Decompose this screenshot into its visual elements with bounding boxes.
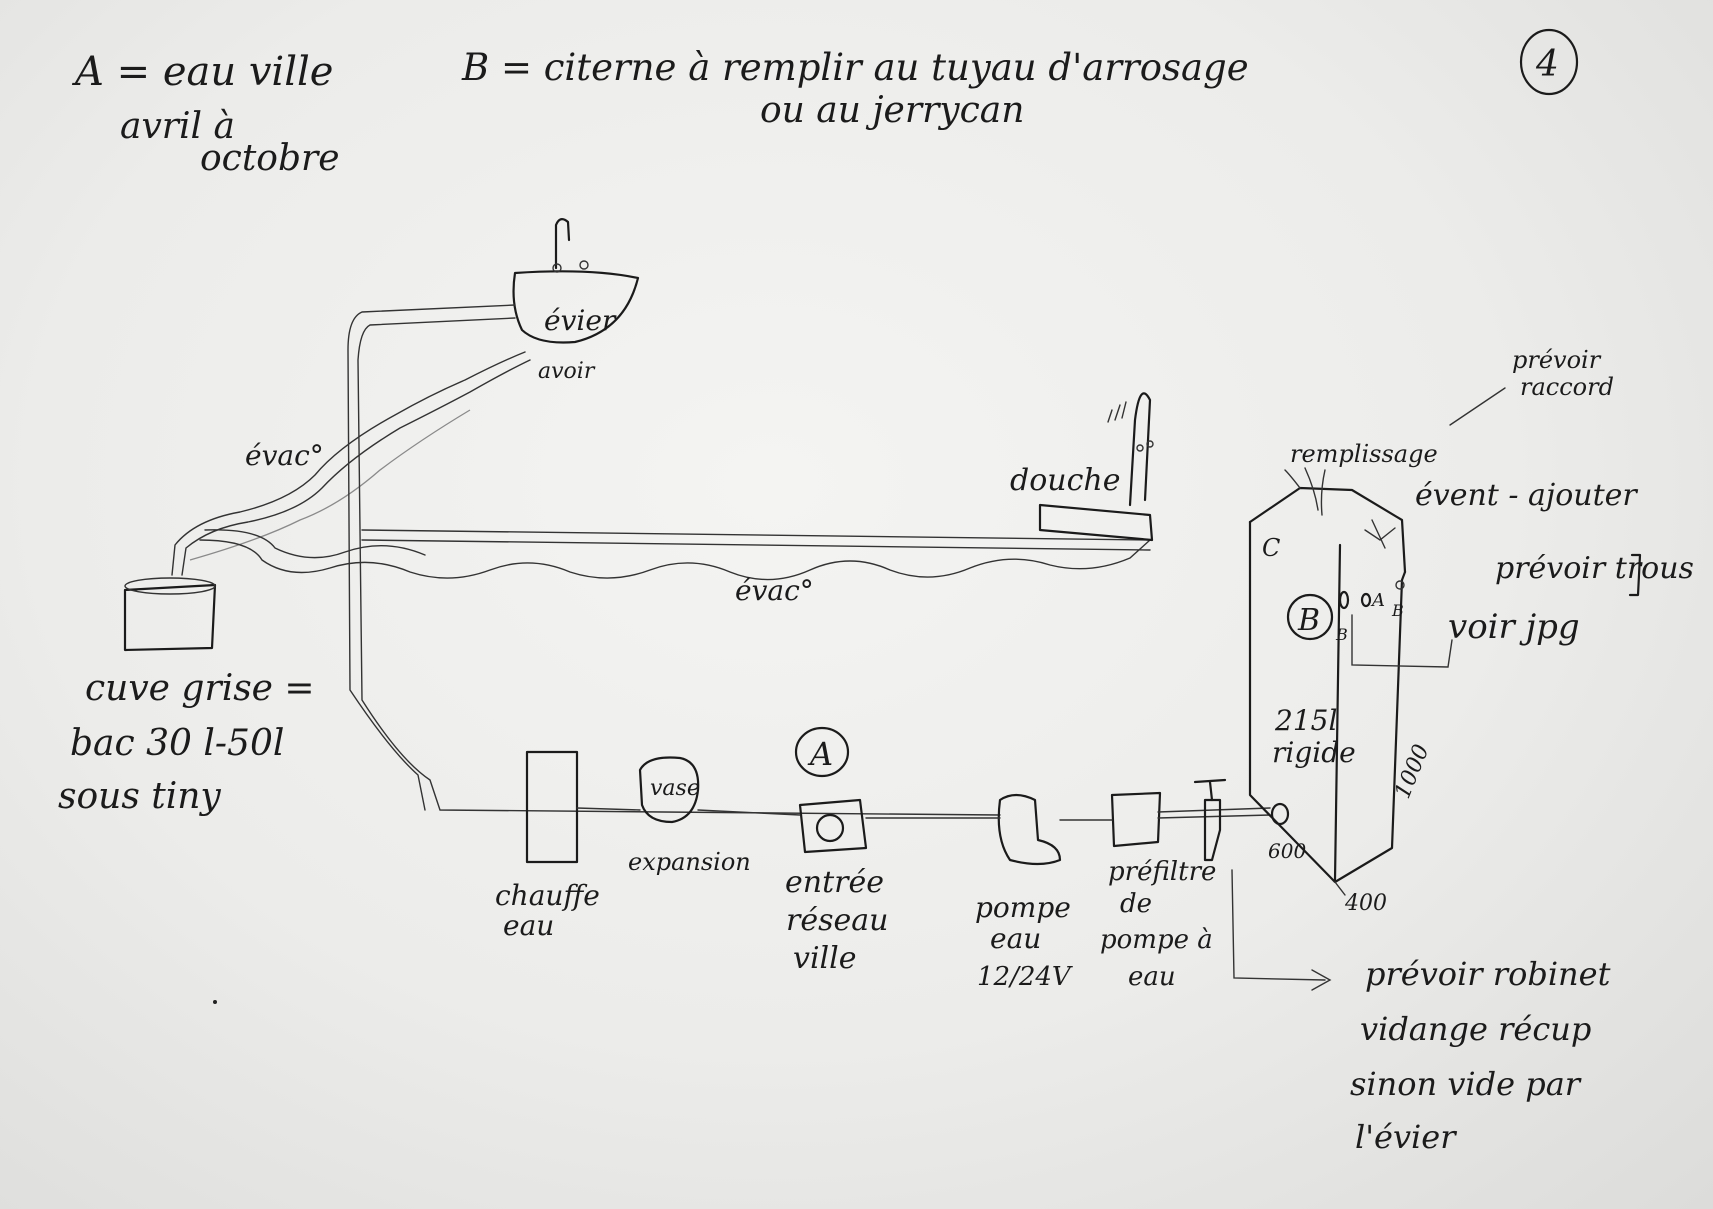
pump-label-1: pompe [975,891,1071,924]
evac-bottom-label: évac° [735,574,814,607]
dim-600-label: 600 [1268,839,1306,863]
pre-filter [1110,791,1162,848]
port-a-hole [1360,592,1372,608]
water-heater [525,750,579,864]
drain-note-arrow [1231,869,1332,991]
voir-jpg-label: voir jpg [1448,607,1580,647]
expansion-vessel [638,756,700,824]
legend-a-line2: avril à [120,106,235,147]
circle-a [794,726,850,778]
tank-valve [1193,778,1290,862]
circle-b [1286,593,1334,641]
port-b-hole [1338,590,1350,610]
water-heater-label-2: eau [503,909,554,942]
city-water-inlet [798,798,868,854]
event-label: évent - ajouter [1415,478,1638,513]
pump-label-2: eau [990,922,1041,955]
raccord-leader-line [1449,387,1506,426]
port-a-label: A [1370,590,1385,611]
shower [1038,392,1154,542]
supply-lines [347,304,1151,816]
water-pump [997,793,1062,866]
avoir-label: avoir [538,359,596,384]
port-callout-line [1351,614,1453,668]
bracket-mark [1628,553,1642,597]
prefilter-label-3: pompe à [1100,925,1213,955]
inlet-label-2: réseau [786,903,888,938]
circle-a-label: A [807,735,833,773]
stray-dot [213,1000,217,1004]
drain-lines [171,351,1151,581]
robinet-note-3: sinon vide par [1350,1065,1582,1103]
prefilter-label-1: préfiltre [1108,857,1216,887]
robinet-note-4: l'évier [1355,1118,1457,1156]
grey-tank-label-3: sous tiny [58,776,221,817]
port-b-lower-label: B [1335,625,1348,644]
pump-label-3: 12/24V [977,962,1073,992]
circle-b-label: B [1297,603,1320,638]
legend-a-line3: octobre [200,138,340,179]
page-number: 4 [1535,44,1559,85]
robinet-note-1: prévoir robinet [1365,955,1611,993]
main-supply-pipe [576,807,1271,821]
sink-label: évier [544,304,617,337]
remplissage-label: remplissage [1290,440,1438,468]
prevoir-raccord-label-2: raccord [1520,373,1614,401]
legend-a-line1: A = eau ville [71,49,333,95]
page-number-circle [1519,28,1579,96]
inlet-label-3: ville [793,941,857,976]
shower-label: douche [1010,463,1120,498]
port-b-small-label: B [1391,601,1404,620]
tank-c-label: C [1262,534,1280,562]
expansion-vessel-label: vase [650,776,700,801]
robinet-note-2: vidange récup [1360,1010,1591,1048]
inlet-label-1: entrée [785,865,884,900]
port-small-hole [1395,580,1405,590]
legend-b-line2: ou au jerrycan [760,90,1024,131]
tank-capacity-1: 215l [1274,704,1337,737]
grey-tank-label-2: bac 30 l-50l [70,723,284,764]
dim-1000-label: 1000 [1390,741,1434,802]
evac-top-label: évac° [245,439,324,472]
cistern-tank [1248,467,1407,884]
prefilter-label-4: eau [1128,962,1176,992]
grey-tank-label-1: cuve grise = [85,668,315,709]
prevoir-raccord-label-1: prévoir [1512,346,1602,374]
sink [512,218,640,344]
prevoir-trous-label: prévoir trous [1495,551,1694,586]
legend-b-line1: B = citerne à remplir au tuyau d'arrosag… [461,46,1249,89]
prefilter-label-2: de [1120,889,1152,919]
grey-water-tank [123,577,217,652]
tank-capacity-2: rigide [1272,736,1356,769]
expansion-label: expansion [628,848,751,876]
dim-400-label: 400 [1344,891,1387,916]
water-heater-label-1: chauffe [495,879,600,912]
